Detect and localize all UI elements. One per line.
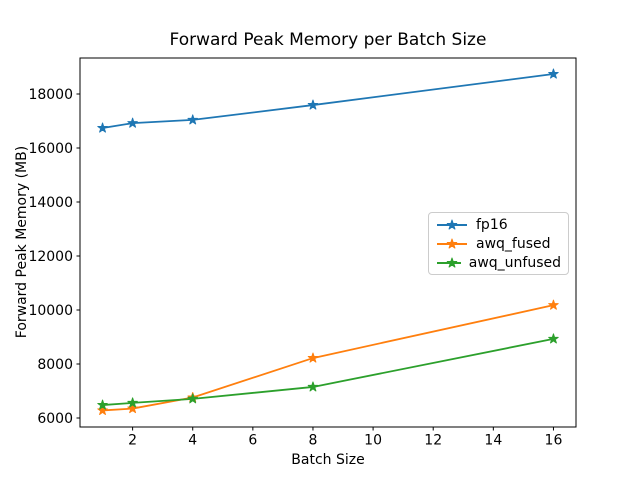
x-tick-label: 8 (309, 433, 318, 449)
y-tick-label: 8000 (37, 357, 73, 373)
legend-entry: fp16 (436, 215, 561, 234)
y-tick-label: 16000 (28, 141, 73, 157)
data-point-fp16 (187, 114, 198, 125)
x-tick-label: 12 (424, 433, 442, 449)
y-axis-label: Forward Peak Memory (MB) (14, 145, 30, 339)
x-tick-label: 10 (364, 433, 382, 449)
y-tick-label: 6000 (37, 411, 73, 427)
y-tick-label: 14000 (28, 195, 73, 211)
series-line-awq_fused (101, 304, 555, 412)
data-point-awq_fused (127, 403, 138, 414)
axes-spines (79, 57, 577, 428)
series-line-fp16 (101, 73, 555, 129)
x-tick-label: 6 (248, 433, 257, 449)
data-point-awq_unfused (307, 381, 319, 392)
y-tick-label: 12000 (28, 249, 73, 265)
data-point-awq_unfused (97, 399, 108, 410)
data-point-fp16 (307, 99, 319, 110)
data-point-awq_fused (548, 299, 559, 310)
y-tick-label: 10000 (28, 303, 73, 319)
x-tick-label: 16 (545, 433, 563, 449)
line-star-marker-icon (437, 219, 467, 230)
x-axis-label: Batch Size (291, 452, 365, 468)
y-tick-label: 18000 (28, 87, 73, 103)
data-point-fp16 (548, 68, 559, 79)
line-star-marker-icon (437, 257, 461, 268)
data-point-awq_unfused (127, 397, 138, 408)
series-line-awq_unfused (101, 337, 555, 406)
legend-label: fp16 (476, 216, 508, 233)
data-point-awq_fused (97, 404, 108, 415)
x-tick-label: 4 (188, 433, 197, 449)
legend-entry: awq_fused (436, 234, 561, 253)
data-point-fp16 (127, 117, 138, 128)
chart-title: Forward Peak Memory per Batch Size (169, 30, 487, 50)
legend-label: awq_fused (476, 235, 551, 252)
data-point-awq_fused (307, 352, 319, 363)
data-point-awq_unfused (548, 333, 559, 344)
legend-entry: awq_unfused (436, 253, 561, 272)
data-point-awq_unfused (187, 393, 198, 404)
data-point-fp16 (97, 122, 108, 133)
x-tick-label: 2 (128, 433, 137, 449)
x-tick-label: 14 (484, 433, 502, 449)
legend-label: awq_unfused (468, 254, 561, 271)
line-star-marker-icon (437, 238, 467, 249)
legend: fp16 awq_fused awq_unfused (428, 212, 569, 275)
